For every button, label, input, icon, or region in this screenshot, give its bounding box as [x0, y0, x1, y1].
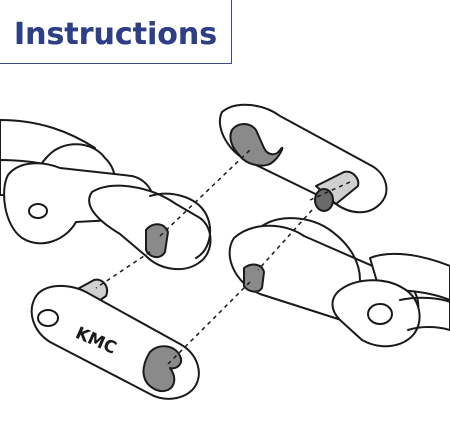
- left-chain-section: [0, 119, 212, 271]
- left-chain-pin-hole-1: [28, 203, 48, 219]
- right-chain-pin-hole: [367, 303, 393, 325]
- bottom-link-keyhole-slot: [142, 345, 182, 392]
- alignment-line-bottom-left: [95, 251, 151, 289]
- right-chain-inner-plate-top: [261, 217, 361, 281]
- page-title-fill: Instructions: [14, 17, 217, 52]
- left-chain-roller-right: [149, 192, 212, 259]
- top-pin: [314, 170, 360, 212]
- top-pin-body: [315, 170, 360, 205]
- title-graphic: Instructions Instructions: [12, 15, 220, 55]
- bottom-link-pin-hole: [37, 309, 59, 327]
- alignment-guides: [95, 149, 351, 367]
- left-chain-outer-plate: [3, 162, 155, 245]
- right-chain-outer-plate-front: [399, 296, 450, 331]
- bottom-link-plate: [30, 284, 200, 400]
- top-pin-end: [314, 188, 334, 212]
- title-banner: Instructions Instructions: [0, 0, 232, 64]
- alignment-line-bottom-right: [165, 281, 251, 367]
- right-chain-connecting-hole: [243, 263, 265, 293]
- top-link-plate: [219, 103, 388, 214]
- right-chain-section: [228, 217, 450, 348]
- top-link-keyhole-slot: [229, 123, 284, 167]
- left-chain-connecting-hole: [145, 223, 169, 258]
- page-title: Instructions: [14, 17, 217, 52]
- alignment-line-top-right: [257, 209, 313, 271]
